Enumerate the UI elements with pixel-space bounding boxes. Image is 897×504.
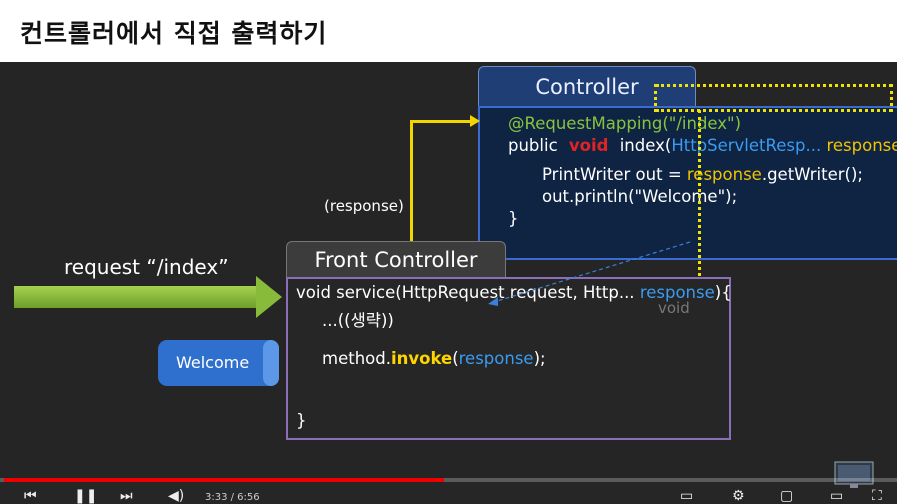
volume-icon[interactable]: ◀) bbox=[168, 488, 185, 504]
cylinder-cap bbox=[263, 340, 279, 386]
previous-icon[interactable]: ⏮ bbox=[24, 488, 37, 504]
monitor-icon bbox=[834, 461, 874, 488]
param-highlight-top bbox=[656, 84, 892, 87]
front-controller-code-box: void service(HttpRequest request, Http..… bbox=[286, 277, 732, 440]
return-dashed-arrow bbox=[488, 241, 691, 306]
service-response-param: response bbox=[639, 283, 715, 302]
response-arrow-head bbox=[470, 115, 480, 127]
slide-title-bar: 컨트롤러에서 직접 출력하기 bbox=[0, 0, 897, 65]
front-controller-header: Front Controller bbox=[286, 241, 506, 278]
invoke-call: invoke bbox=[390, 349, 453, 368]
invoke-response-arg: response bbox=[458, 349, 534, 368]
welcome-label: Welcome bbox=[176, 353, 250, 372]
theater-icon[interactable]: ▭ bbox=[830, 488, 844, 504]
param-name: response bbox=[826, 136, 897, 155]
invoke-close: ); bbox=[533, 349, 546, 368]
slide-canvas: Controller @RequestMapping("/index") pub… bbox=[0, 62, 897, 482]
service-decl: void service(HttpRequest request, Http..… bbox=[296, 283, 640, 302]
faint-void-label: void bbox=[658, 299, 690, 317]
response-label: (response) bbox=[324, 197, 404, 215]
time-display: 3:33 / 6:56 bbox=[205, 492, 260, 503]
pause-icon[interactable]: ❚❚ bbox=[74, 488, 98, 504]
invoke-method-ref: method. bbox=[322, 349, 391, 368]
request-arrow-head bbox=[256, 276, 282, 318]
invoke-open-paren: ( bbox=[452, 349, 459, 368]
service-close-brace: } bbox=[296, 411, 307, 430]
subtitles-icon[interactable]: ▭ bbox=[680, 488, 694, 504]
request-mapping-annotation: @RequestMapping("/index") bbox=[508, 114, 742, 133]
writer-response: response bbox=[686, 165, 762, 184]
writer-call: .getWriter(); bbox=[761, 165, 863, 184]
progress-track[interactable] bbox=[0, 478, 897, 482]
index-method: index( bbox=[619, 136, 672, 155]
request-label: request “/index” bbox=[64, 255, 229, 279]
welcome-output-cylinder: Welcome bbox=[158, 340, 279, 386]
controller-close-brace: } bbox=[508, 209, 519, 228]
param-highlight-left bbox=[654, 84, 657, 112]
omitted-line: ...((생략)) bbox=[322, 311, 394, 330]
service-open-brace: ){ bbox=[714, 283, 732, 302]
controller-method-signature: public void index(HttpServletResp... res… bbox=[508, 136, 897, 155]
public-keyword: public bbox=[508, 136, 558, 155]
request-arrow-shaft bbox=[14, 286, 258, 308]
settings-icon[interactable]: ⚙ bbox=[732, 488, 745, 504]
next-icon[interactable]: ⏭ bbox=[120, 488, 133, 504]
writer-line: PrintWriter out = response.getWriter(); bbox=[542, 165, 863, 184]
param-type: HttpServletResp... bbox=[671, 136, 822, 155]
param-highlight-right bbox=[890, 84, 893, 112]
progress-fill bbox=[4, 478, 444, 482]
fullscreen-icon[interactable]: ⛶ bbox=[872, 488, 882, 504]
return-dotted-vertical bbox=[698, 110, 701, 300]
player-controls: ⏮ ❚❚ ⏭ ◀) 3:33 / 6:56 ▭ ⚙ ▢ ▭ ⛶ bbox=[0, 488, 897, 504]
writer-decl: PrintWriter out = bbox=[542, 165, 687, 184]
service-signature: void service(HttpRequest request, Http..… bbox=[296, 283, 732, 302]
video-player-bar: ⏮ ❚❚ ⏭ ◀) 3:33 / 6:56 ▭ ⚙ ▢ ▭ ⛶ bbox=[0, 470, 897, 504]
println-line: out.println("Welcome"); bbox=[542, 187, 738, 206]
miniplayer-icon[interactable]: ▢ bbox=[780, 488, 794, 504]
invoke-line: method.invoke(response); bbox=[322, 349, 546, 368]
controller-code-box: @RequestMapping("/index") public void in… bbox=[478, 106, 897, 260]
slide-title: 컨트롤러에서 직접 출력하기 bbox=[20, 19, 328, 48]
response-arrow-horizontal bbox=[410, 120, 472, 123]
response-arrow-vertical bbox=[410, 120, 413, 352]
param-highlight-bottom bbox=[656, 109, 892, 112]
controller-header: Controller bbox=[478, 66, 696, 107]
void-keyword: void bbox=[568, 136, 609, 155]
